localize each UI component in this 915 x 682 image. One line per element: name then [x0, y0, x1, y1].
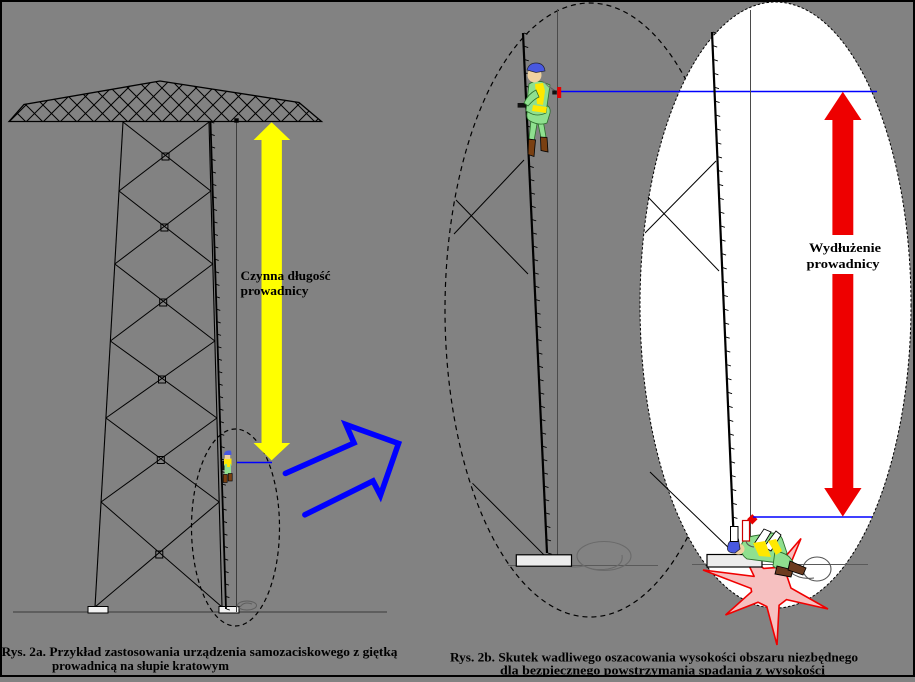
svg-text:Czynna długość: Czynna długość: [241, 268, 331, 283]
svg-text:Rys. 2b. Skutek wadliwego osza: Rys. 2b. Skutek wadliwego oszacowania wy…: [450, 650, 858, 665]
svg-text:Wydłużenie: Wydłużenie: [809, 240, 881, 255]
svg-text:prowadnicy: prowadnicy: [241, 283, 310, 298]
svg-text:prowadnicą na słupie kratowym: prowadnicą na słupie kratowym: [52, 658, 229, 673]
svg-text:dla bezpiecznego powstrzymani: dla bezpiecznego powstrzymania spadania …: [500, 663, 825, 678]
svg-text:prowadnicy: prowadnicy: [807, 256, 881, 271]
svg-text:Rys. 2a. Przykład zastosowania: Rys. 2a. Przykład zastosowania urządzeni…: [2, 644, 399, 659]
